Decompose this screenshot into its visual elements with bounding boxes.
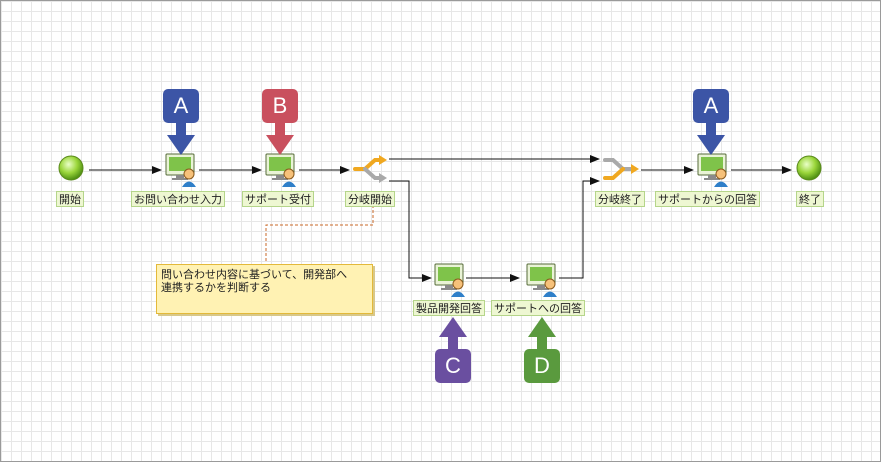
branch-start-label: 分岐開始 xyxy=(345,191,395,207)
branch-end-label: 分岐終了 xyxy=(595,191,645,207)
up-arrow-icon xyxy=(439,317,467,350)
connector-branch-product xyxy=(389,180,432,282)
marker-d-badge: D xyxy=(524,349,560,383)
product-dev-answer-label: 製品開発回答 xyxy=(413,300,485,316)
marker-d-answer-to-support: D xyxy=(524,317,560,383)
answer-to-support-label: サポートへの回答 xyxy=(491,300,585,316)
marker-a-badge: A xyxy=(163,89,199,123)
end-label: 終了 xyxy=(796,191,824,207)
note-line-1: 問い合わせ内容に基づいて、開発部へ xyxy=(161,268,348,281)
branch-split-icon[interactable] xyxy=(353,155,387,183)
answer-to-support-task-icon[interactable] xyxy=(526,263,557,297)
marker-b-support-accept: B xyxy=(262,89,298,155)
product-dev-answer-task-icon[interactable] xyxy=(434,263,465,297)
note-link xyxy=(265,205,374,263)
connector-answer-branchend xyxy=(559,177,600,279)
up-arrow-icon xyxy=(528,317,556,350)
answer-from-support-label: サポートからの回答 xyxy=(655,191,760,207)
down-arrow-icon xyxy=(266,122,294,155)
marker-a-answer-from-support: A xyxy=(693,89,729,155)
branch-join-icon[interactable] xyxy=(603,158,639,180)
marker-a-badge: A xyxy=(693,89,729,123)
note-line-2: 連携するかを判断する xyxy=(161,281,271,294)
marker-c-product-dev: C xyxy=(435,317,471,383)
answer-from-support-task-icon[interactable] xyxy=(697,153,728,187)
support-accept-label: サポート受付 xyxy=(242,191,314,207)
marker-b-badge: B xyxy=(262,89,298,123)
end-event-icon[interactable] xyxy=(796,155,822,181)
start-label: 開始 xyxy=(56,191,84,207)
marker-c-badge: C xyxy=(435,349,471,383)
inquiry-input-label: お問い合わせ入力 xyxy=(131,191,225,207)
inquiry-input-task-icon[interactable] xyxy=(165,153,196,187)
down-arrow-icon xyxy=(167,122,195,155)
down-arrow-icon xyxy=(697,122,725,155)
start-event-icon[interactable] xyxy=(58,155,84,181)
annotation-note[interactable]: 問い合わせ内容に基づいて、開発部へ 連携するかを判断する xyxy=(156,264,373,314)
support-accept-task-icon[interactable] xyxy=(265,153,296,187)
marker-a-inquiry: A xyxy=(163,89,199,155)
